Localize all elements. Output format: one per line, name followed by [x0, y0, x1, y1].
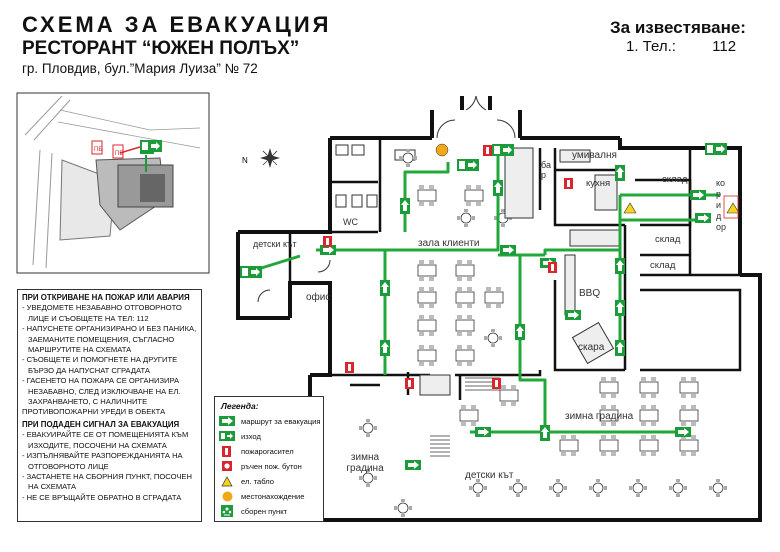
room-label-kids-corner-bottom: детски кът: [465, 470, 514, 481]
legend-row: ел. табло: [219, 475, 274, 487]
assembly-point-icon: [219, 505, 235, 517]
room-label-winter-garden-left: зимна градина: [346, 452, 384, 474]
legend-row: ръчен пож. бутон: [219, 460, 302, 472]
instruction-item: - СЪОБЩЕТЕ И ПОМОГНЕТЕ НА ДРУГИТЕ БЪРЗО …: [22, 355, 178, 375]
address: гр. Пловдив, бул.”Мария Луиза” № 72: [22, 61, 258, 76]
legend-row: сборен пункт: [219, 505, 287, 517]
electrical-panel-icon: [623, 195, 740, 219]
legend-heading: Легенда:: [221, 401, 259, 411]
room-label-storage-2: склад: [655, 234, 681, 245]
manual-fire-button-icon: [219, 461, 235, 471]
garden-tables: [358, 376, 728, 518]
room-label-kids-corner-top: детски кът: [253, 239, 297, 249]
fire-button-map-label-1: ПБ: [94, 147, 102, 153]
exit-signs: [140, 140, 727, 278]
room-label-wc: WC: [343, 217, 358, 227]
legend-label: ел. табло: [241, 476, 274, 486]
notify-row: 1. Тел.: 112: [626, 38, 736, 55]
legend-label: сборен пункт: [241, 506, 288, 516]
location-map: [16, 92, 210, 274]
compass-icon: [260, 148, 280, 168]
legend-label: маршрут за евакуация: [241, 416, 321, 426]
room-label-corridor: коридор: [716, 178, 727, 232]
plan-title: СХЕМА ЗА ЕВАКУАЦИЯ: [22, 12, 332, 37]
wc-fixtures: [335, 144, 416, 208]
room-label-office: офис: [306, 292, 331, 303]
instruction-item: - НЕ СЕ ВРЪЩАЙТЕ ОБРАТНО В СГРАДАТА: [22, 492, 182, 502]
room-label-storage-1: склад: [662, 174, 688, 185]
legend-label: местонахождение: [241, 491, 305, 501]
room-label-bar: бар: [541, 160, 551, 180]
notify-heading: За известяване:: [610, 18, 746, 37]
doors: [257, 95, 516, 303]
legend-row: маршрут за евакуация: [219, 415, 321, 427]
room-label-washroom: умивалня: [572, 150, 617, 161]
room-label-storage-3: склад: [650, 260, 676, 271]
stairs: [430, 377, 500, 457]
legend-label: ръчен пож. бутон: [241, 461, 302, 471]
exit-icon: [219, 431, 235, 441]
fire-instructions-heading: ПРИ ОТКРИВАНЕ НА ПОЖАР ИЛИ АВАРИЯ: [22, 293, 190, 302]
notify-label: 1. Тел.:: [626, 38, 676, 55]
instruction-item: - УВЕДОМЕТЕ НЕЗАБАВНО ОТГОВОРНОТО ЛИЦЕ И…: [22, 303, 182, 323]
instruction-item: - ИЗПЪЛНЯВАЙТЕ РАЗПОРЕЖДАНИЯТА НА ОТГОВО…: [22, 451, 183, 471]
instruction-item: ПРОТИВОПОЖАРНИ УРЕДИ В ОБЕКТА: [22, 407, 166, 417]
fire-extinguisher-icon: [219, 445, 235, 457]
you-are-here-marker: [435, 143, 449, 157]
room-label-grill: скара: [578, 342, 605, 353]
interior-walls: [288, 138, 742, 400]
signal-instructions-heading: ПРИ ПОДАДЕН СИГНАЛ ЗА ЕВАКУАЦИЯ: [22, 419, 180, 429]
evacuation-route-icon: [219, 416, 235, 426]
legend-row: пожарогасител: [219, 445, 294, 457]
kitchen-equipment: [419, 147, 621, 396]
legend-label: пожарогасител: [241, 446, 294, 456]
instruction-item: - ГАСЕНЕТО НА ПОЖАРА СЕ ОРГАНИЗИРА НЕЗАБ…: [22, 376, 181, 407]
you-are-here-icon: [219, 491, 235, 501]
instruction-item: - НАПУСНЕТЕ ОРГАНИЗИРАНО И БЕЗ ПАНИКА, З…: [22, 324, 197, 355]
instruction-item: - ЗАСТАНЕТЕ НА СБОРНИЯ ПУНКТ, ПОСОЧЕН НА…: [22, 471, 192, 492]
legend-label: изход: [241, 431, 261, 441]
notify-phone: 112: [712, 38, 737, 55]
legend-row: изход: [219, 430, 261, 442]
fire-button-map-label-2: ПБ: [115, 151, 123, 157]
legend: Легенда: маршрут за евакуация изход пожа…: [214, 396, 324, 522]
electrical-panel-icon: [219, 475, 235, 486]
room-label-client-hall: зала клиенти: [418, 238, 480, 249]
compass-north-label: N: [242, 156, 248, 165]
legend-row: местонахождение: [219, 490, 305, 502]
room-label-bbq: BBQ: [579, 288, 601, 299]
room-label-kitchen: кухня: [586, 178, 611, 189]
instruction-item: - ЕВАКУИРАЙТЕ СЕ ОТ ПОМЕЩЕНИЯТА КЪМ ИЗХО…: [22, 430, 189, 450]
room-label-winter-garden-right: зимна градина: [565, 411, 634, 422]
restaurant-name: РЕСТОРАНТ “ЮЖЕН ПОЛЪХ”: [22, 38, 300, 59]
safety-instructions: ПРИ ОТКРИВАНЕ НА ПОЖАР ИЛИ АВАРИЯ - УВЕД…: [17, 289, 202, 522]
